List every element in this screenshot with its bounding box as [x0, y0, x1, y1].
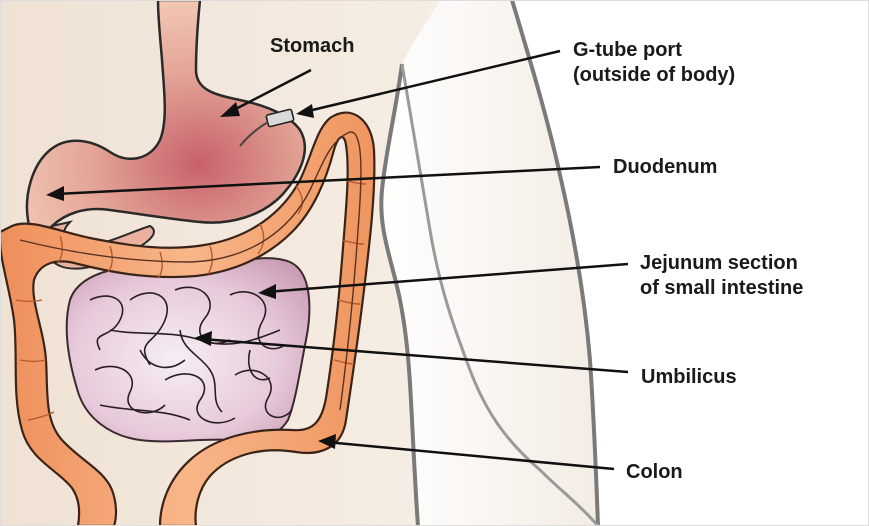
colon-label-text: Colon	[626, 460, 683, 485]
umbilicus-label: Umbilicus	[641, 365, 737, 390]
jejunum-label-line2: of small intestine	[640, 276, 803, 301]
gtube-port-label: G-tube port (outside of body)	[573, 38, 735, 88]
gtube-port-label-line2: (outside of body)	[573, 63, 735, 88]
stomach-label: Stomach	[270, 34, 354, 59]
duodenum-label-text: Duodenum	[613, 155, 717, 180]
stomach-label-text: Stomach	[270, 34, 354, 59]
jejunum-label-line1: Jejunum section	[640, 251, 803, 276]
colon-label: Colon	[626, 460, 683, 485]
jejunum-label: Jejunum section of small intestine	[640, 251, 803, 301]
duodenum-label: Duodenum	[613, 155, 717, 180]
umbilicus-label-text: Umbilicus	[641, 365, 737, 390]
gtube-port-label-line1: G-tube port	[573, 38, 735, 63]
